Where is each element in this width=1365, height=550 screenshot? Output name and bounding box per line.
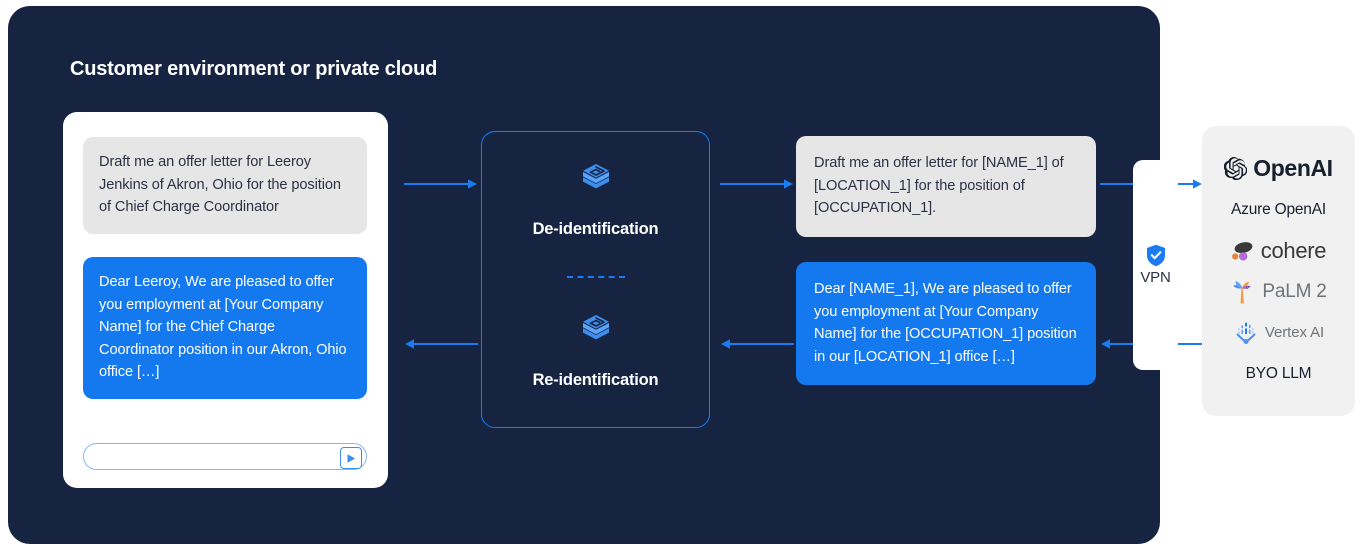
vpn-label: VPN xyxy=(1140,268,1171,286)
step-divider xyxy=(566,276,625,278)
chat-card: Draft me an offer letter for Leeroy Jenk… xyxy=(63,112,388,488)
vertex-ai-logo xyxy=(1236,322,1256,344)
arrow-vpn-to-llm xyxy=(1177,178,1203,190)
deidentification-step: De-identification xyxy=(482,158,709,239)
send-icon[interactable] xyxy=(340,447,362,469)
provider-azure-openai: Azure OpenAI xyxy=(1202,189,1355,230)
page-title: Customer environment or private cloud xyxy=(70,58,438,80)
arrow-llm-to-vpn xyxy=(1177,338,1203,350)
provider-label: cohere xyxy=(1260,237,1327,263)
vpn-node: VPN xyxy=(1133,160,1178,370)
provider-openai: OpenAI xyxy=(1202,148,1355,189)
provider-cohere: cohere xyxy=(1202,230,1355,271)
arrow-deidentification-to-request xyxy=(720,178,794,190)
user-message-bubble: Draft me an offer letter for Leeroy Jenk… xyxy=(83,137,367,234)
llm-providers-card: OpenAI Azure OpenAI cohere xyxy=(1202,126,1355,416)
arrow-vpn-to-response xyxy=(1100,338,1134,350)
reidentification-step: Re-identification xyxy=(482,309,709,390)
deidentification-label: De-identification xyxy=(532,220,659,238)
openai-logo xyxy=(1224,157,1248,180)
assistant-message-bubble: Dear Leeroy, We are pleased to offer you… xyxy=(83,257,367,399)
deidentified-request-bubble: Draft me an offer letter for [NAME_1] of… xyxy=(796,136,1096,237)
provider-label: Azure OpenAI xyxy=(1231,200,1326,218)
provider-label: BYO LLM xyxy=(1245,364,1312,382)
layers-hexagon-icon xyxy=(582,315,609,340)
provider-palm-2: PaLM 2 xyxy=(1202,271,1355,312)
provider-vertex-ai: Vertex AI xyxy=(1202,312,1355,353)
provider-label: PaLM 2 xyxy=(1262,280,1327,302)
provider-byo-llm: BYO LLM xyxy=(1202,353,1355,394)
provider-label: Vertex AI xyxy=(1264,324,1325,341)
provider-label: OpenAI xyxy=(1253,155,1333,181)
palm-logo xyxy=(1233,280,1252,303)
deidentification-panel: De-identification Re-identification xyxy=(481,131,710,428)
layers-hexagon-icon xyxy=(582,164,609,189)
shield-check-icon xyxy=(1146,244,1165,266)
arrow-response-to-reidentification xyxy=(720,338,794,350)
reidentification-label: Re-identification xyxy=(532,371,659,389)
arrow-request-to-vpn xyxy=(1100,178,1134,190)
deidentified-response-bubble: Dear [NAME_1], We are pleased to offer y… xyxy=(796,262,1096,386)
cohere-logo xyxy=(1231,241,1253,261)
arrow-chat-to-deidentification xyxy=(404,178,478,190)
arrow-reidentification-to-chat xyxy=(404,338,478,350)
chat-input[interactable] xyxy=(83,443,367,470)
